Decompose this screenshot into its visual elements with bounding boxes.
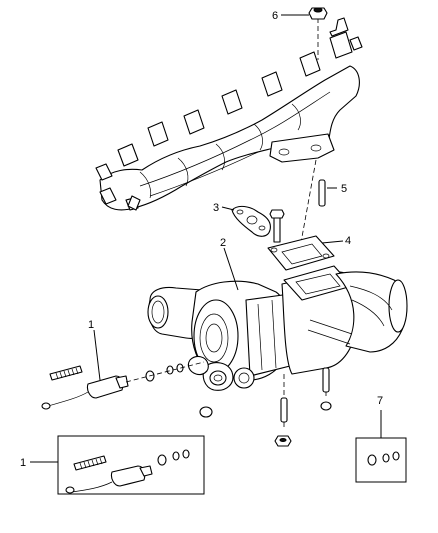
callout-6: 6 [272, 10, 278, 22]
turbocharger [147, 265, 408, 418]
stud [318, 179, 326, 207]
kit-box-7 [355, 437, 407, 483]
kit-box-1-contents [65, 449, 190, 494]
callout-4: 4 [345, 235, 351, 247]
kit-box-1 [57, 435, 205, 495]
manifold-nut [308, 7, 328, 20]
leader-line [221, 206, 235, 211]
leader-line [93, 329, 101, 381]
gasket-bolt [269, 209, 285, 243]
leader-line [223, 247, 239, 291]
callout-1-lower: 1 [20, 457, 26, 469]
kit-box-7-contents [367, 451, 400, 466]
exhaust-manifold [95, 17, 363, 211]
assembly-line [125, 361, 205, 383]
heater-sensor-assembly [41, 363, 184, 410]
assembly-line [295, 159, 317, 271]
flange-gasket [267, 235, 335, 271]
callout-5: 5 [341, 183, 347, 195]
callout-3: 3 [213, 202, 219, 214]
small-gasket [231, 205, 271, 237]
callout-1-upper: 1 [88, 319, 94, 331]
callout-2: 2 [220, 237, 226, 249]
lower-studs [274, 367, 330, 447]
callout-7: 7 [377, 395, 383, 407]
leader-line [321, 240, 344, 244]
